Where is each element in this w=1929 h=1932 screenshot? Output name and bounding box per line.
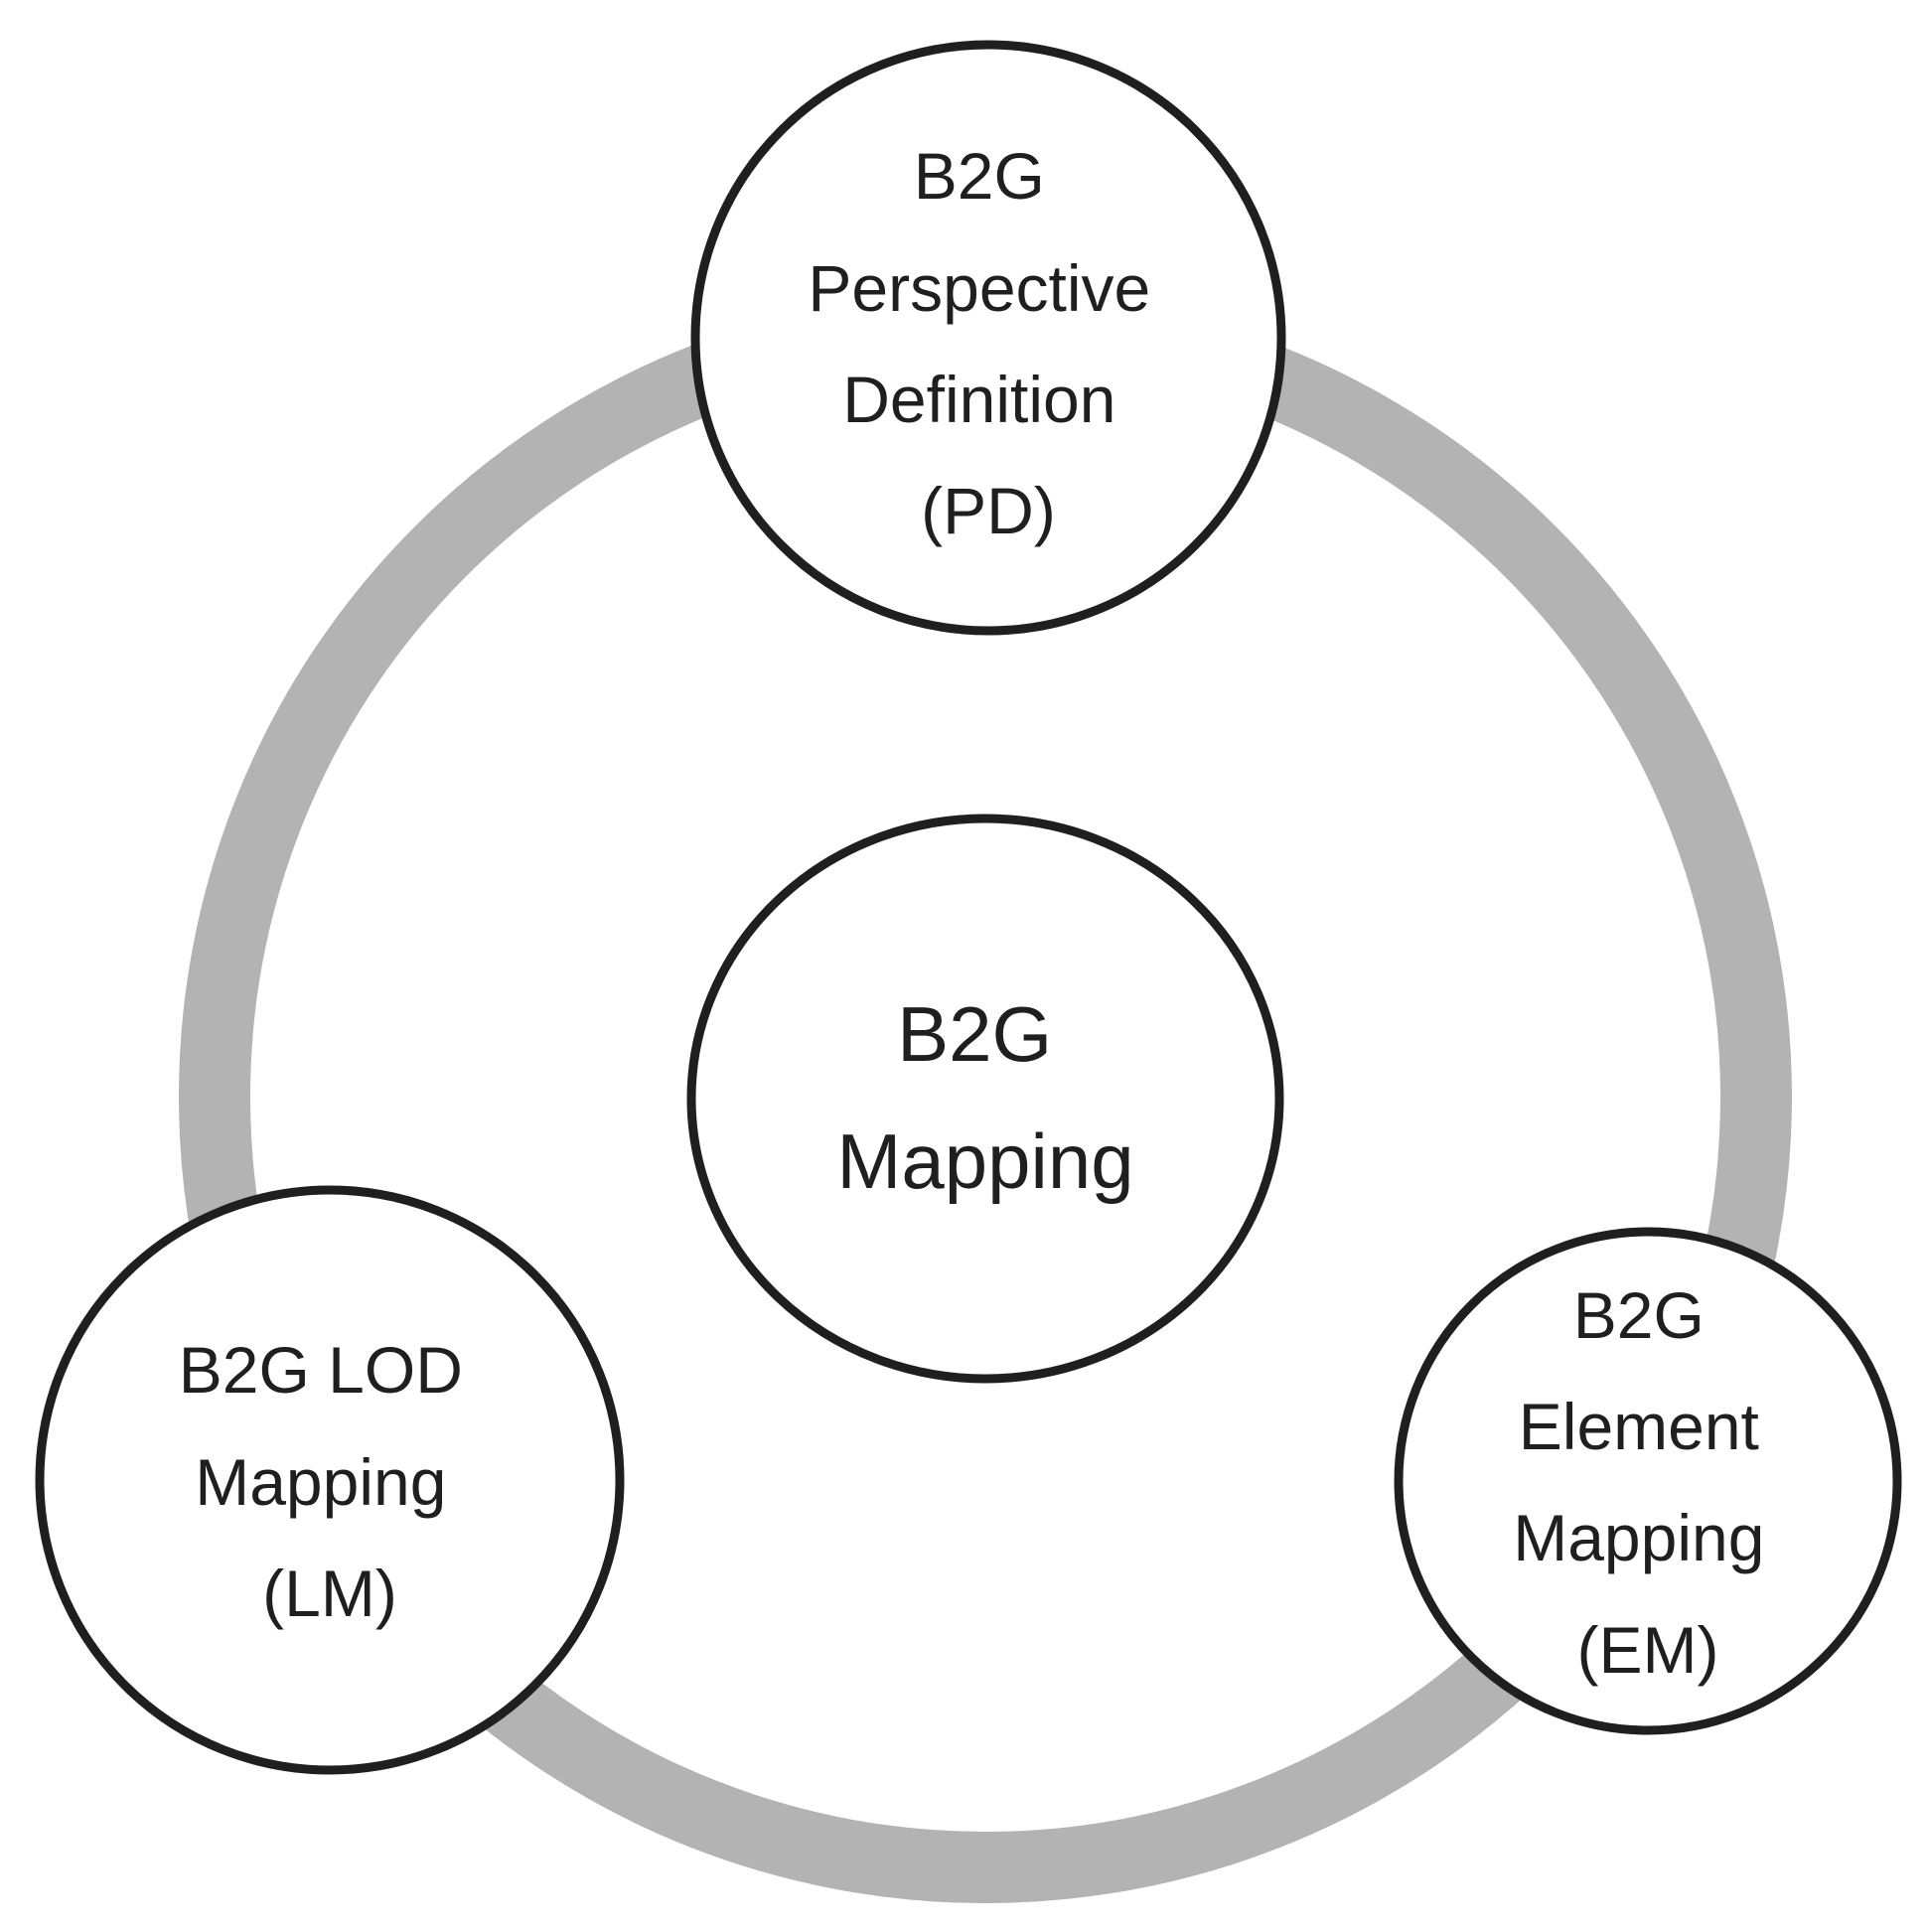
node-element-mapping-line-1: B2G [1573, 1278, 1705, 1352]
node-b2g-mapping-circle [686, 814, 1284, 1384]
node-perspective-definition-circle [690, 40, 1286, 636]
node-element-mapping: B2G Element Mapping (EM) [1394, 1227, 1902, 1735]
node-lod-mapping-line-2: Mapping [195, 1445, 446, 1519]
svg-text:B2G LOD Mapping (L: B2G LOD Mapping (LM) [179, 1333, 481, 1630]
node-b2g-mapping: B2G Mapping [686, 814, 1284, 1384]
node-element-mapping-line-3: Mapping [1513, 1501, 1764, 1574]
node-b2g-mapping-line-2: Mapping [836, 1117, 1133, 1205]
node-perspective-definition-line-2: Perspective [808, 251, 1150, 325]
node-element-mapping-line-4: (EM) [1577, 1613, 1719, 1687]
node-b2g-mapping-line-1: B2G [897, 990, 1052, 1078]
node-perspective-definition: B2G Perspective Definition (PD) [690, 40, 1286, 636]
node-lod-mapping-line-1: B2G LOD [179, 1333, 463, 1407]
node-perspective-definition-line-3: Definition [842, 363, 1115, 436]
node-element-mapping-line-2: Element [1519, 1390, 1759, 1463]
svg-text:B2G Perspective De: B2G Perspective Definition (PD) [808, 139, 1168, 547]
node-lod-mapping-line-3: (LM) [262, 1557, 397, 1630]
node-lod-mapping: B2G LOD Mapping (LM) [35, 1185, 625, 1775]
node-perspective-definition-line-1: B2G [914, 139, 1045, 213]
node-lod-mapping-circle [35, 1185, 625, 1775]
node-perspective-definition-line-4: (PD) [921, 474, 1056, 547]
node-element-mapping-circle [1394, 1227, 1902, 1735]
svg-text:B2G Element Mappin: B2G Element Mapping (EM) [1513, 1278, 1783, 1687]
svg-text:B2G Mapping: B2G Mapping [836, 990, 1133, 1205]
